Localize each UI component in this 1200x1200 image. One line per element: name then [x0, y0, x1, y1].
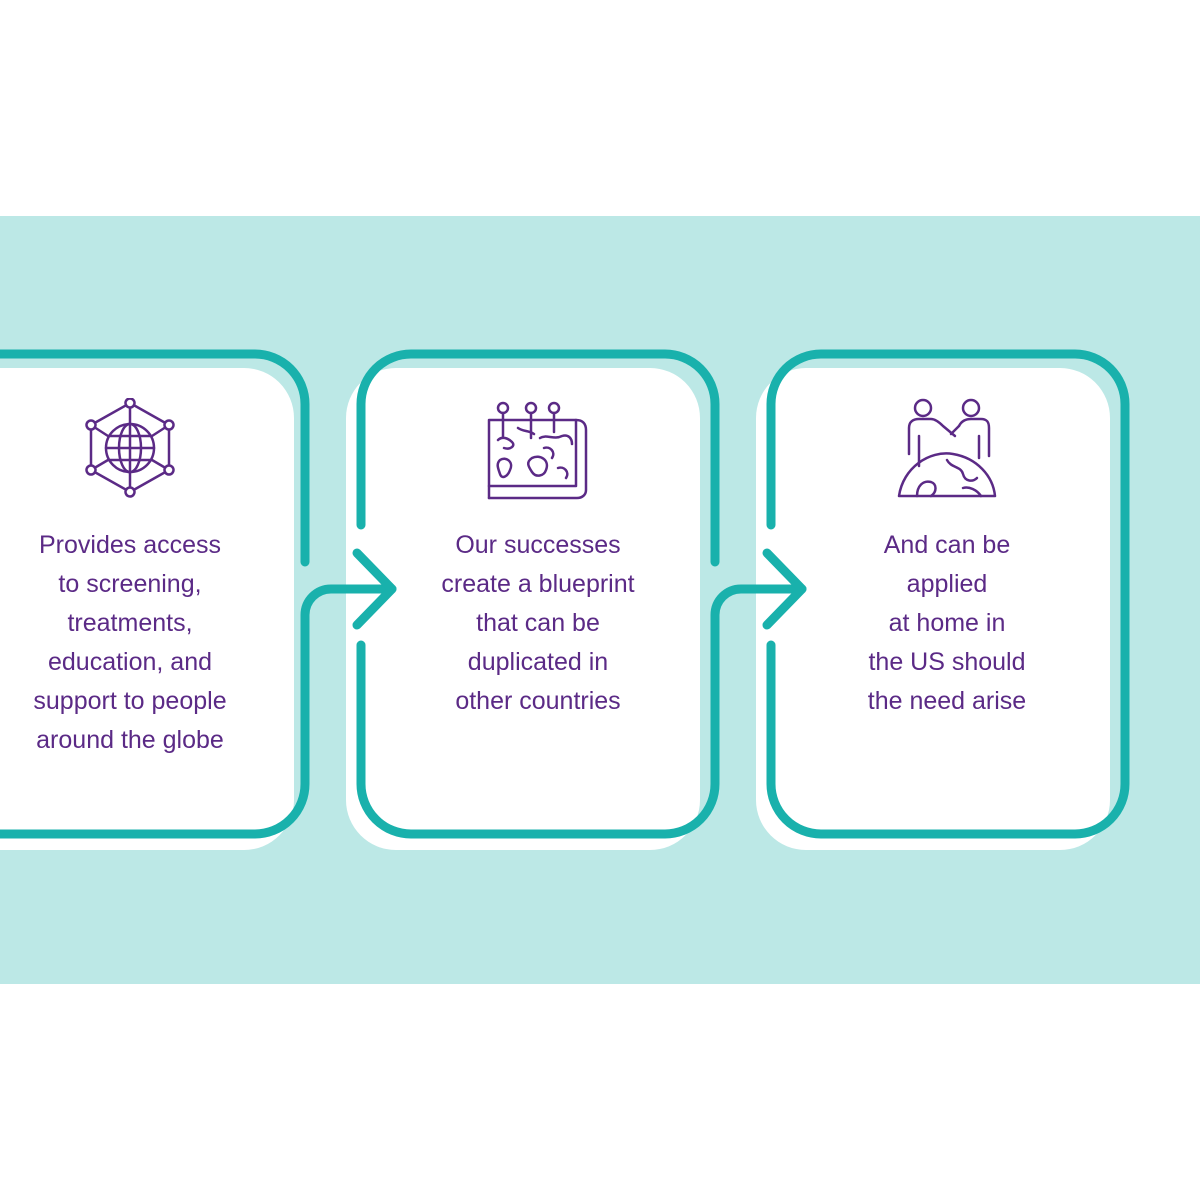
people-globe-icon	[893, 396, 1001, 500]
step-3-panel	[756, 368, 1110, 850]
step-3-text: And can be applied at home in the US sho…	[867, 531, 1027, 715]
step-2-text: Our successes create a blueprint that ca…	[441, 531, 635, 715]
step-1-text: Provides access to screening, treatments…	[33, 531, 227, 754]
globe-network-icon	[82, 398, 178, 498]
world-map-pins-icon	[484, 398, 592, 500]
step-2-panel	[346, 368, 700, 850]
